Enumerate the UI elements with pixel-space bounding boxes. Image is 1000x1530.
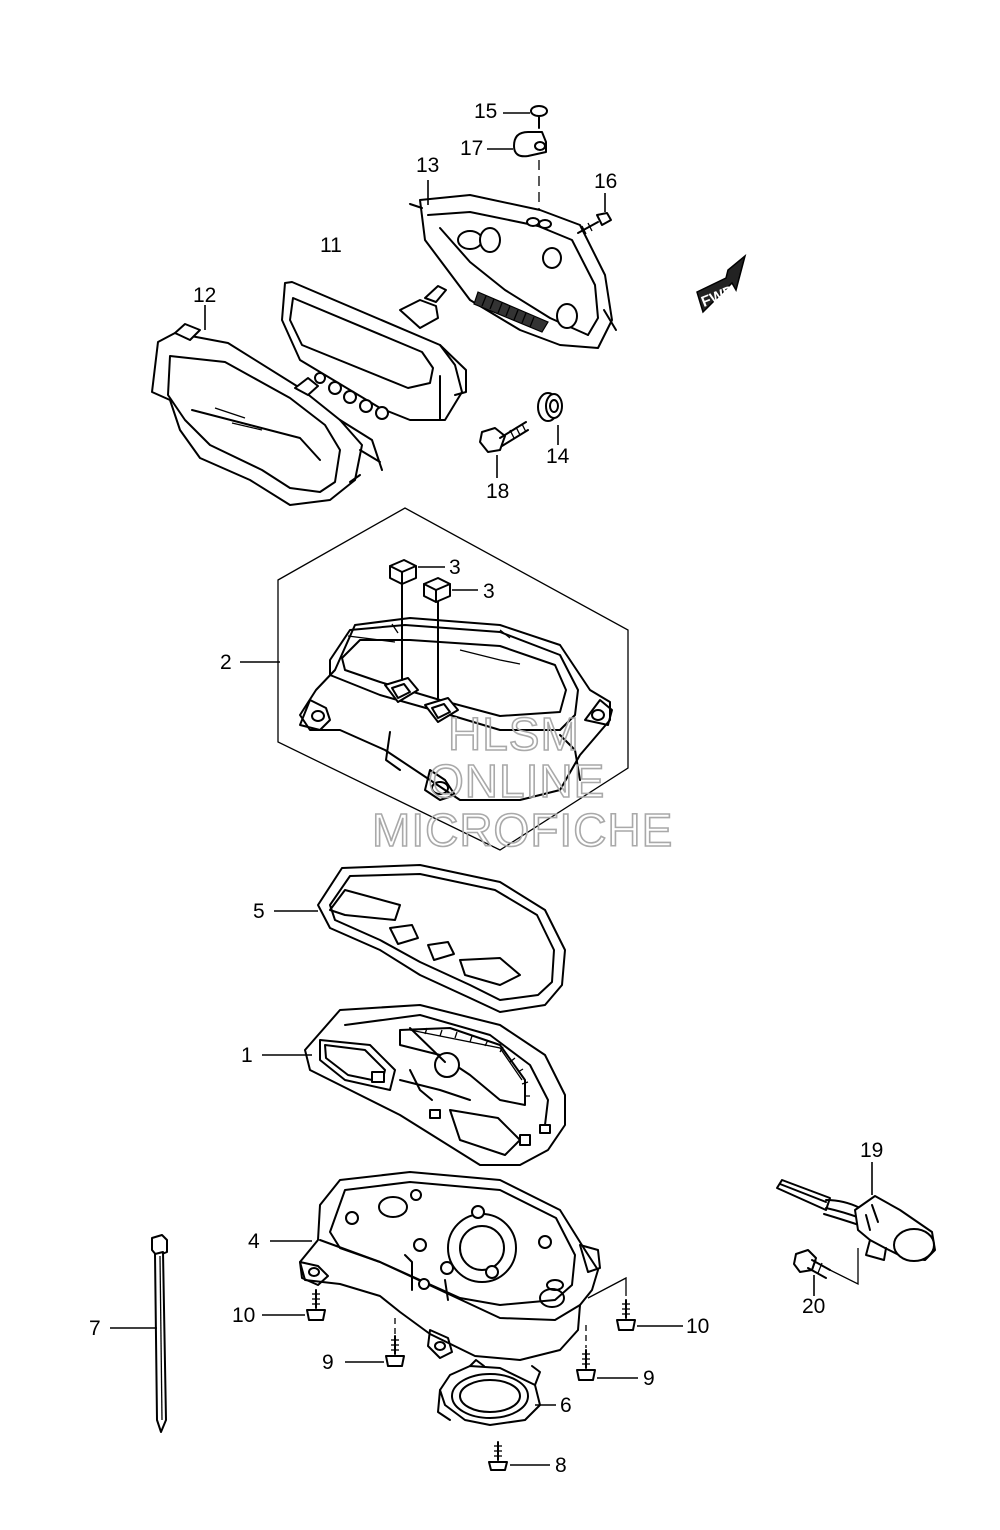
part-9-screw-a bbox=[385, 1318, 405, 1367]
callout-12: 12 bbox=[193, 284, 216, 307]
part-20-bolt bbox=[793, 1249, 831, 1279]
callout-10b: 10 bbox=[686, 1315, 709, 1338]
part-10-screw-b bbox=[587, 1276, 636, 1331]
callout-19: 19 bbox=[860, 1139, 883, 1162]
part-18-bolt bbox=[479, 421, 529, 453]
part-5-gasket bbox=[317, 864, 566, 1013]
part-15-screw bbox=[530, 105, 548, 129]
callout-17: 17 bbox=[460, 137, 483, 160]
callout-7: 7 bbox=[89, 1317, 101, 1340]
callout-14: 14 bbox=[546, 445, 570, 468]
callout-4: 4 bbox=[248, 1230, 260, 1253]
part-16-screw bbox=[577, 212, 612, 235]
part-14-grommet bbox=[537, 392, 563, 422]
watermark-line-3: MICROFICHE bbox=[372, 804, 673, 856]
part-13-bracket bbox=[409, 194, 617, 349]
callout-9b: 9 bbox=[643, 1367, 655, 1390]
part-1-speedometer bbox=[304, 1004, 566, 1166]
part-3-knob-b bbox=[423, 577, 451, 603]
callout-20: 20 bbox=[802, 1295, 825, 1318]
callout-6: 6 bbox=[560, 1394, 572, 1417]
watermark-line-2: ONLINE bbox=[428, 755, 605, 807]
sensor-bolt-guide bbox=[829, 1248, 859, 1286]
watermark: HLSM ONLINE MICROFICHE bbox=[371, 707, 673, 857]
callout-5: 5 bbox=[253, 900, 265, 923]
callout-16: 16 bbox=[594, 170, 617, 193]
part-7-cable-tie bbox=[151, 1234, 168, 1433]
part-6-ring bbox=[437, 1359, 541, 1426]
callout-11: 11 bbox=[320, 234, 342, 257]
part-3-knob-a bbox=[389, 559, 417, 585]
callout-18: 18 bbox=[486, 480, 509, 503]
callout-2: 2 bbox=[220, 651, 232, 674]
callout-8: 8 bbox=[555, 1454, 567, 1477]
callout-1: 1 bbox=[241, 1044, 253, 1067]
callout-9a: 9 bbox=[322, 1351, 334, 1374]
callout-13: 13 bbox=[416, 154, 439, 177]
callout-3b: 3 bbox=[483, 580, 495, 603]
callout-10a: 10 bbox=[232, 1304, 255, 1327]
part-4-lower-case bbox=[299, 1171, 601, 1361]
callout-15: 15 bbox=[474, 100, 497, 123]
part-11-meter-case bbox=[281, 281, 467, 421]
fwd-label: FWD bbox=[699, 282, 737, 311]
part-10-screw-a bbox=[306, 1289, 326, 1321]
fwd-arrow-icon: FWD bbox=[696, 253, 747, 314]
part-17-clamp bbox=[513, 131, 547, 158]
part-19-speed-sensor bbox=[776, 1179, 936, 1262]
part-12-lens-cover bbox=[151, 323, 383, 506]
part-8-screw bbox=[488, 1441, 508, 1471]
part-2-meter-assembly bbox=[277, 507, 629, 851]
watermark-line-1: HLSM bbox=[448, 708, 580, 760]
part-9-screw-b bbox=[576, 1325, 596, 1381]
callout-3a: 3 bbox=[449, 556, 461, 579]
